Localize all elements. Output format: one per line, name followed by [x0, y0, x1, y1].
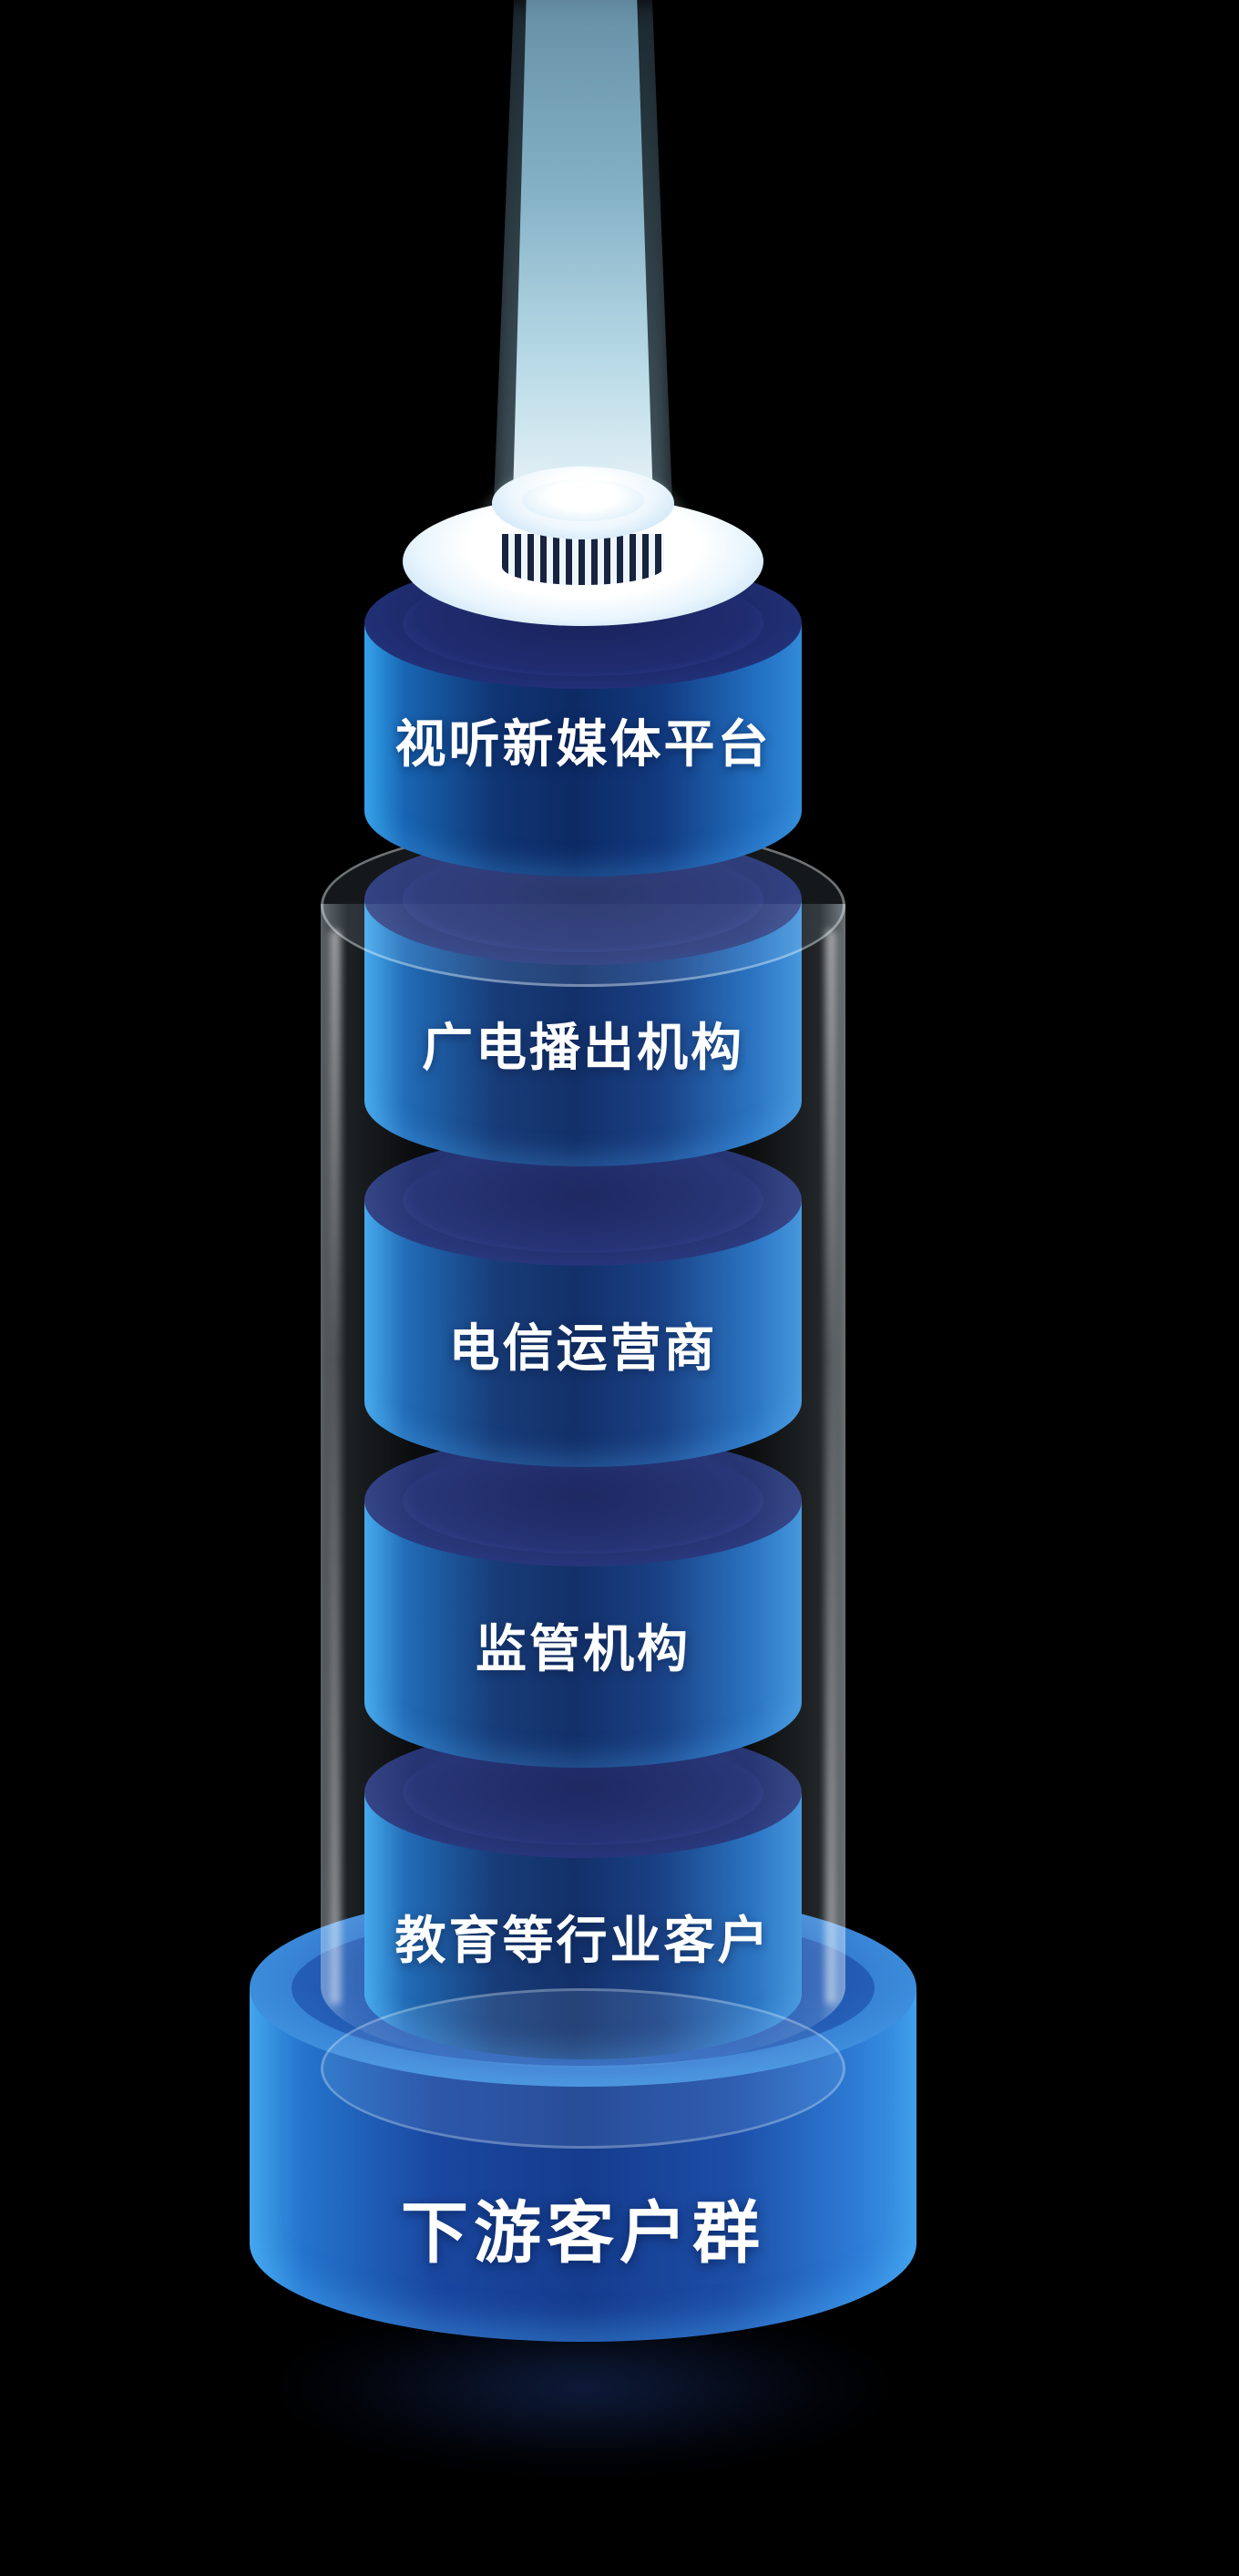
cylinder-label: 电信运营商: [364, 1324, 802, 1375]
glass-tube: [321, 904, 845, 2068]
base-cylinder-label: 下游客户群: [401, 2194, 765, 2273]
glass-tube-edge-highlight-left: [330, 929, 341, 2005]
cylinder-label: 视听新媒体平台: [394, 715, 772, 775]
cylinder-level-4: 监管机构: [364, 1435, 802, 1768]
cap-stripes: [502, 534, 664, 585]
cap-top-inner-ellipse: [522, 479, 644, 521]
cylinder-label: 教育等行业客户: [364, 1916, 802, 1967]
cylinder-label: 广电播出机构: [364, 1023, 802, 1074]
cylinder-label: 监管机构: [364, 1625, 802, 1676]
glass-tube-bottom-ellipse: [321, 1988, 845, 2149]
glass-tube-edge-highlight-right: [825, 929, 836, 2005]
cap-connector: [492, 467, 674, 587]
cylinder-level-3: 电信运营商: [364, 1134, 802, 1467]
